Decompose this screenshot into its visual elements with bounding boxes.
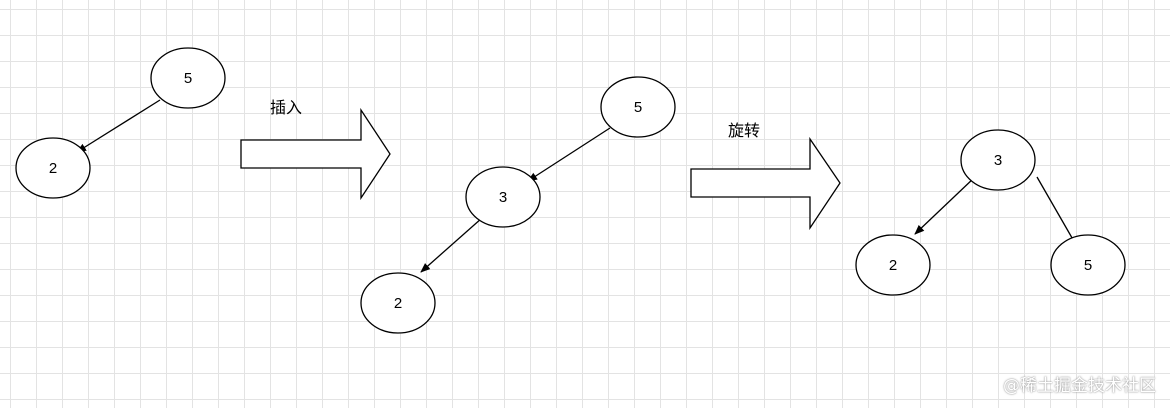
insert-label: 插入 [270,99,302,117]
node-label: 3 [499,189,507,206]
stage2-node-2: 2 [360,272,436,334]
stage2-node-5: 5 [600,76,676,138]
stage-1-tree: 5 2 [15,47,226,199]
node-label: 5 [634,99,642,116]
edge-3-to-2 [420,217,483,273]
stage-2-tree: 5 3 2 [360,76,676,334]
rotate-arrow: 旋转 [690,122,841,231]
node-label: 5 [184,70,192,87]
node-label: 2 [49,160,57,177]
insert-block-arrow-shape [240,107,391,201]
watermark: @稀土掘金技术社区 [1003,376,1156,396]
rotate-block-arrow-shape [690,136,841,231]
stage-3-tree: 3 2 5 [855,129,1126,296]
stage1-node-2: 2 [15,137,91,199]
stage3-node-2: 2 [855,234,931,296]
edge-5-to-3 [527,127,611,182]
node-label: 2 [889,257,897,274]
node-label: 2 [394,295,402,312]
stage3-node-5: 5 [1050,234,1126,296]
insert-arrow: 插入 [240,99,391,201]
stage3-node-3: 3 [960,129,1036,191]
stage1-node-5: 5 [150,47,226,109]
node-label: 3 [994,152,1002,169]
edge-3-to-2 [914,176,976,235]
rotate-label: 旋转 [728,122,760,140]
edge-5-to-2 [76,99,161,153]
node-label: 5 [1084,257,1092,274]
stage2-node-3: 3 [465,166,541,228]
